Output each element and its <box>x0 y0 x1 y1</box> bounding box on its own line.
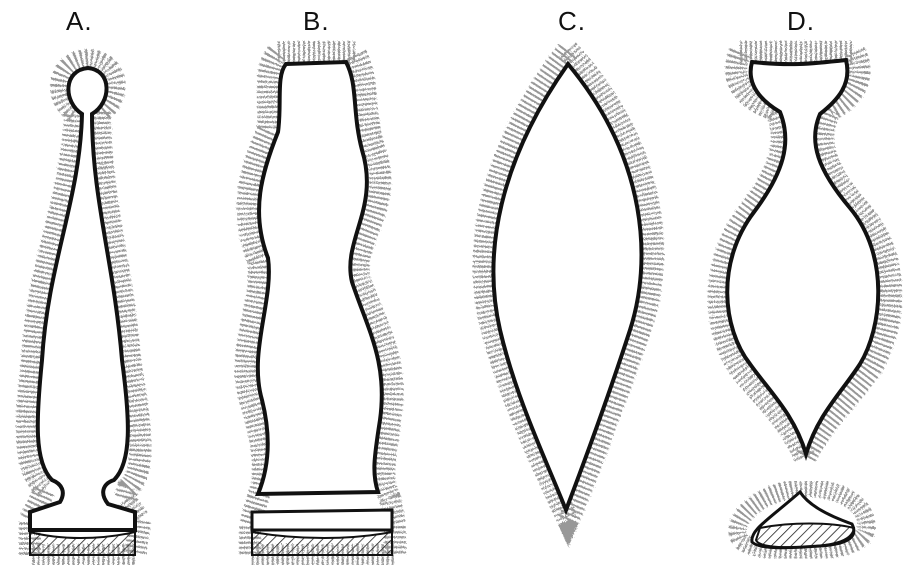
shape-d-outline <box>727 60 878 454</box>
shape-b <box>246 52 395 555</box>
shape-c <box>484 50 653 520</box>
shape-b-base-hatch <box>252 532 392 555</box>
panel-label-b: B. <box>303 6 330 37</box>
shape-b-base-outline <box>252 510 392 530</box>
shape-a <box>27 60 140 555</box>
panel-label-d: D. <box>787 6 815 37</box>
panel-label-c: C. <box>558 6 586 37</box>
shape-a-base-hatch <box>30 532 135 555</box>
panel-label-a: A. <box>66 6 93 37</box>
shape-d <box>719 52 892 552</box>
